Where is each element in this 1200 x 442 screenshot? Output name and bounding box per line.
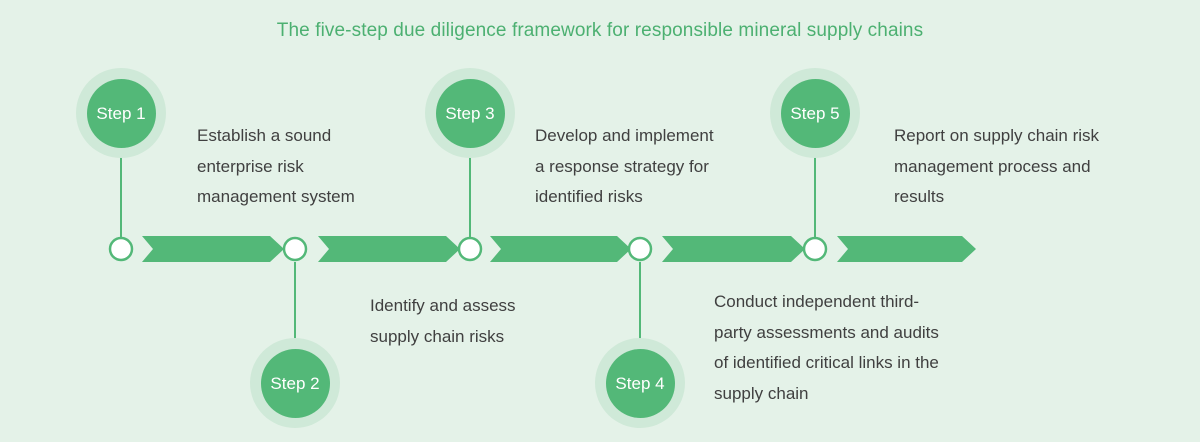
description-line: supply chain risks <box>370 326 505 346</box>
timeline-node-5 <box>802 236 828 262</box>
step-label-2: Step 2 <box>270 373 320 393</box>
chevron-arrow-3 <box>490 236 631 262</box>
step-circle-3[interactable]: Step 3 <box>425 68 515 158</box>
description-line: Report on supply chain risk <box>894 126 1100 145</box>
step-disc-4: Step 4 <box>605 348 675 418</box>
timeline-node-3 <box>457 236 483 262</box>
step-description-1: Establish a sound enterprise risk manage… <box>197 121 355 213</box>
description-line: enterprise risk <box>197 156 304 176</box>
description-line: party assessments and audits <box>714 322 939 342</box>
step-circle-4[interactable]: Step 4 <box>595 338 685 428</box>
step-disc-2: Step 2 <box>260 348 330 418</box>
description-line: Develop and implement <box>535 126 714 145</box>
step-label-1: Step 1 <box>96 103 146 123</box>
description-line: of identified critical links in the <box>714 353 939 372</box>
description-line: a response strategy for <box>535 156 709 176</box>
chevron-arrow-1 <box>142 236 284 262</box>
step-circle-5[interactable]: Step 5 <box>770 68 860 158</box>
description-line: supply chain <box>714 383 809 403</box>
chevron-arrow-4 <box>662 236 805 262</box>
description-line: identified risks <box>535 187 643 206</box>
timeline-node-2 <box>282 236 308 262</box>
step-label-4: Step 4 <box>615 373 665 393</box>
description-line: Identify and assess <box>370 296 516 315</box>
timeline-node-4 <box>627 236 653 262</box>
description-line: management system <box>197 187 355 206</box>
chevron-arrow-2 <box>318 236 460 262</box>
step-description-2: Identify and assess supply chain risks <box>370 291 516 352</box>
step-disc-3: Step 3 <box>435 78 505 148</box>
step-label-3: Step 3 <box>445 103 495 123</box>
step-circle-2[interactable]: Step 2 <box>250 338 340 428</box>
step-disc-5: Step 5 <box>780 78 850 148</box>
description-line: management process and <box>894 156 1091 176</box>
step-disc-1: Step 1 <box>86 78 156 148</box>
description-line: results <box>894 187 945 206</box>
chevron-arrow-5 <box>837 236 976 262</box>
step-label-5: Step 5 <box>790 103 840 123</box>
step-description-5: Report on supply chain risk management p… <box>894 121 1099 213</box>
description-line: Conduct independent third- <box>714 292 920 311</box>
step-description-4: Conduct independent third- party assessm… <box>714 287 939 409</box>
page-title: The five-step due diligence framework fo… <box>276 20 924 41</box>
description-line: Establish a sound <box>197 126 332 145</box>
step-description-3: Develop and implement a response strateg… <box>535 121 714 213</box>
timeline-node-1 <box>108 236 134 262</box>
step-circle-1[interactable]: Step 1 <box>76 68 166 158</box>
